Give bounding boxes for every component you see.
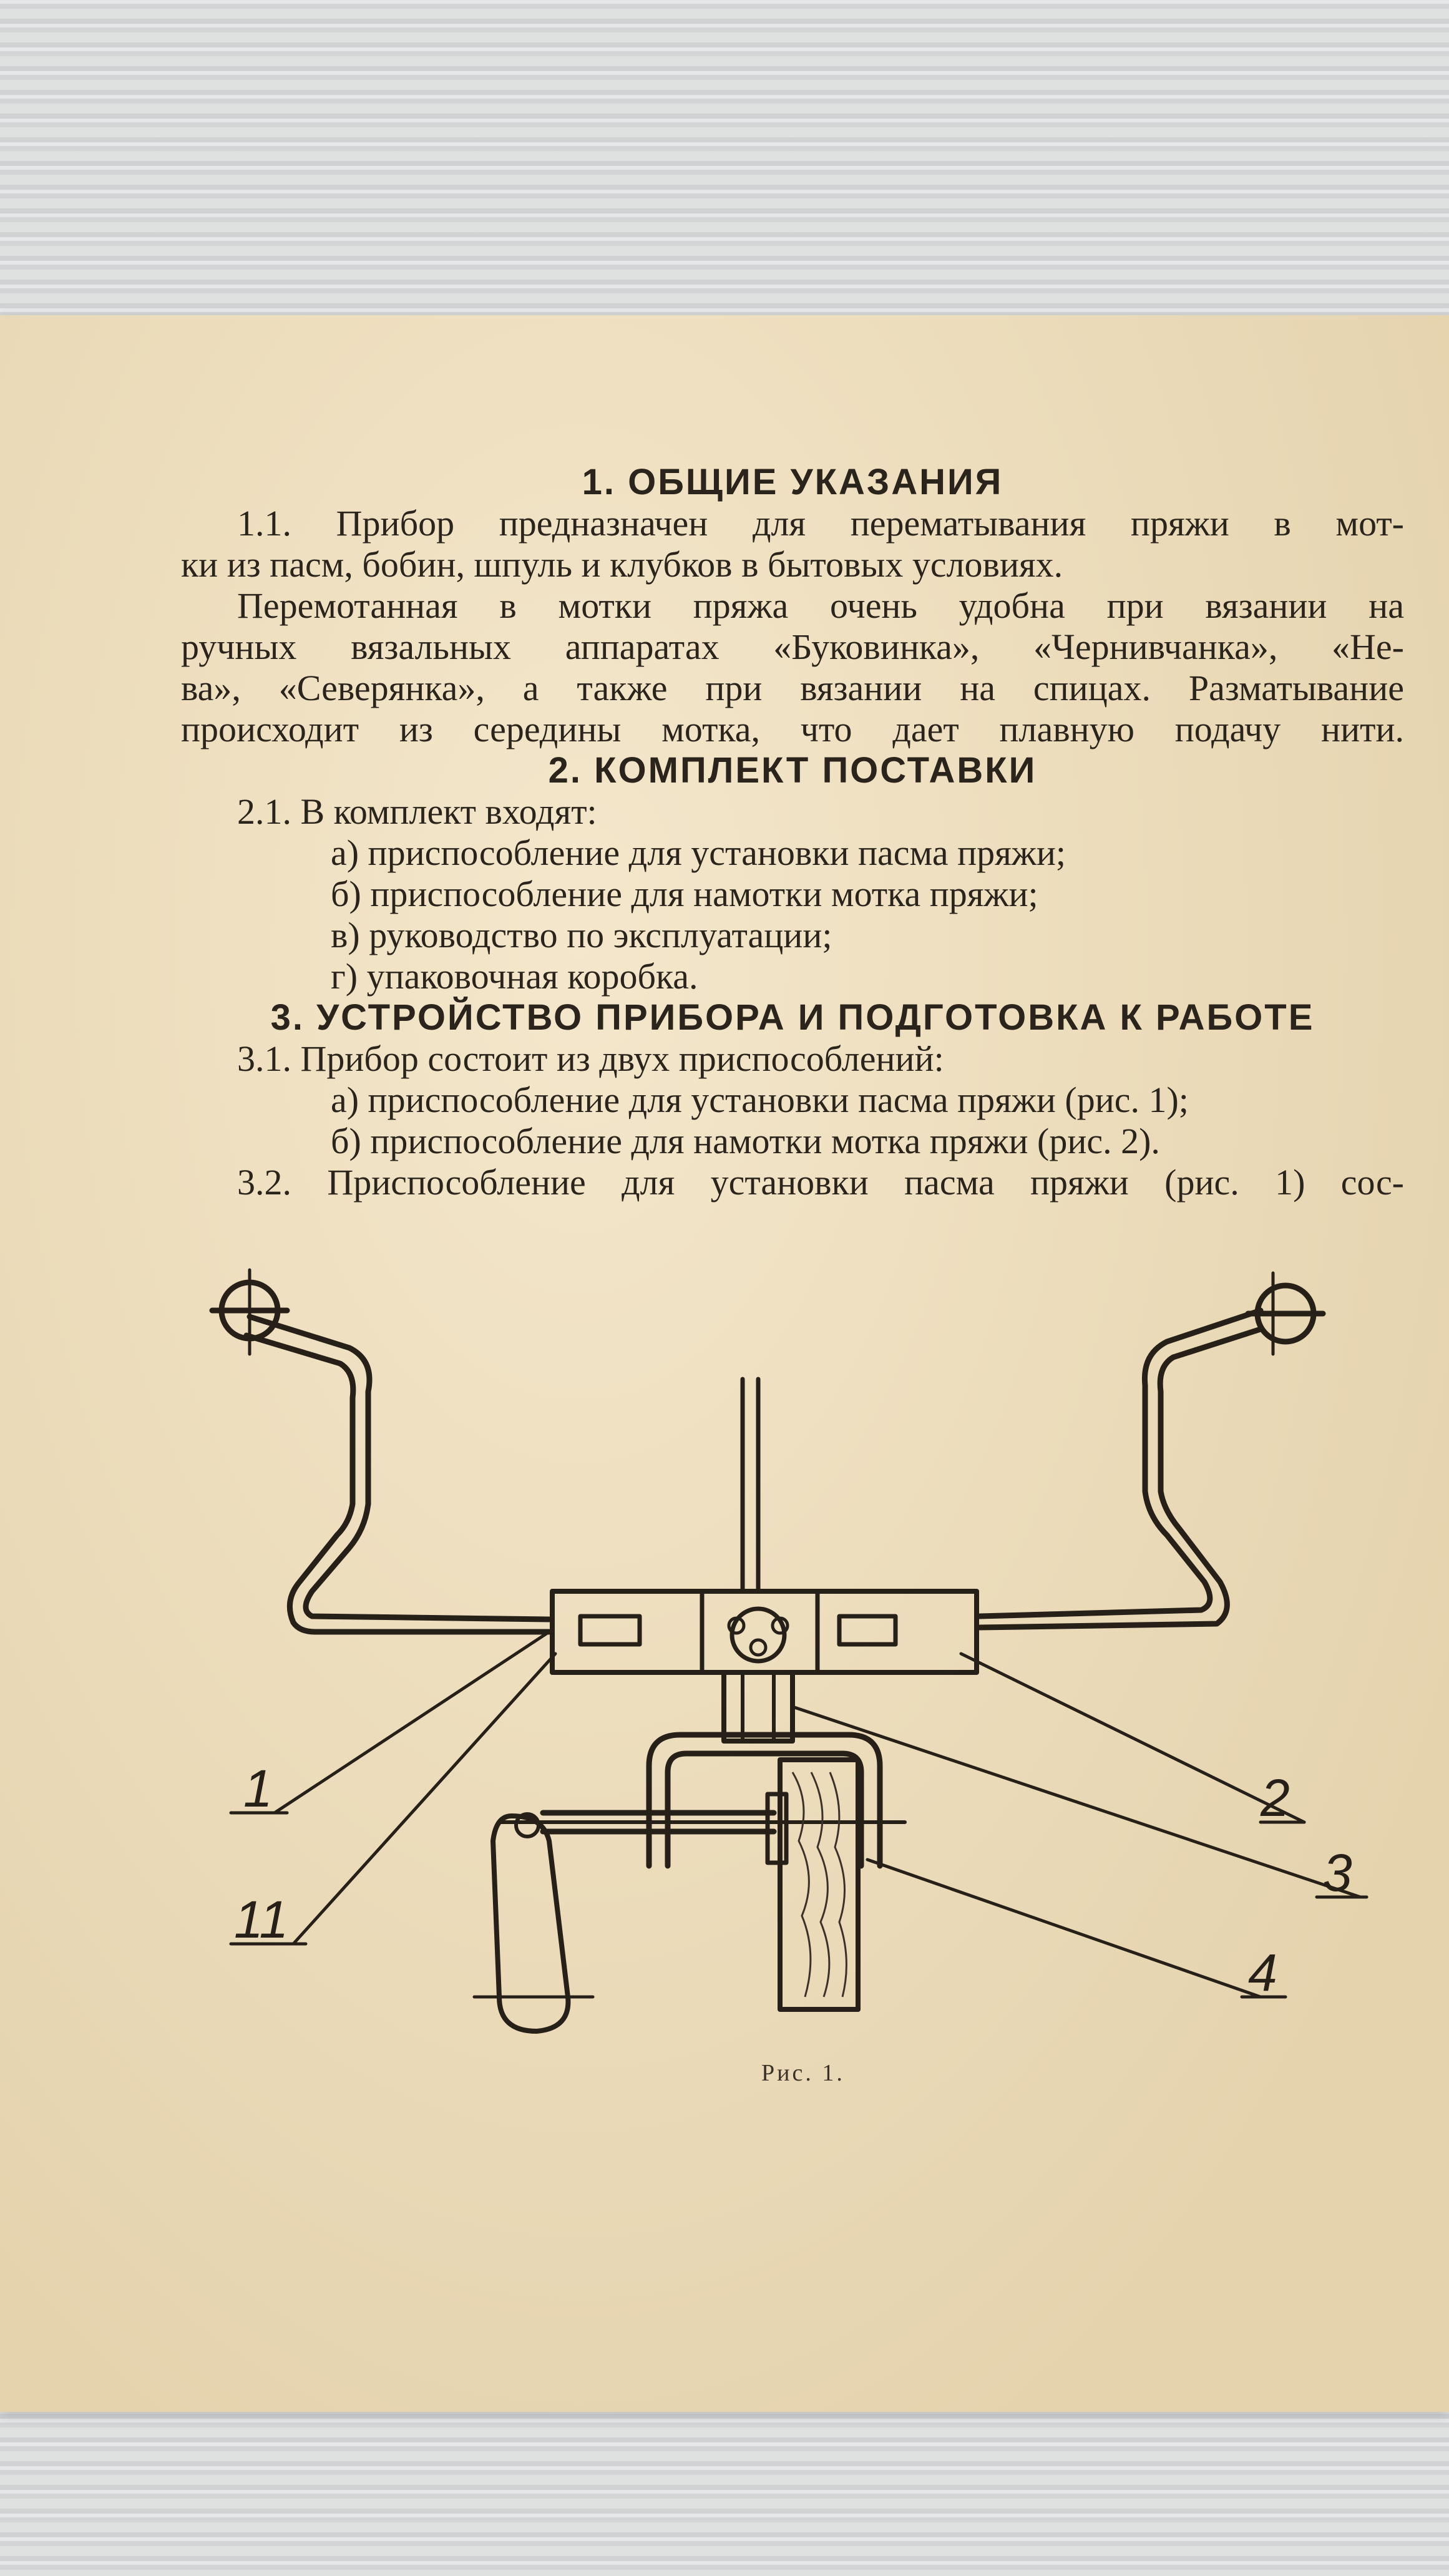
paragraph-line: ва», «Северянка», а также при вязании на…	[181, 668, 1404, 708]
list-item: а) приспособление для установки пасма пр…	[331, 832, 1066, 873]
paragraph-line: 2.1. В комплект входят:	[237, 791, 597, 832]
figure-caption: Рис. 1.	[761, 2060, 845, 2086]
left-arm-outer	[246, 1314, 552, 1622]
list-item: б) приспособление для намотки мотка пряж…	[331, 874, 1038, 914]
table-edge	[778, 1757, 861, 2012]
paragraph-line: ручных вязальных аппаратах «Буковинка», …	[181, 627, 1404, 667]
label-3: 3	[1323, 1843, 1352, 1902]
list-item: г) упаковочная коробка.	[331, 956, 698, 997]
list-item: б) приспособление для намотки мотка пряж…	[331, 1121, 1160, 1161]
label-2: 2	[1260, 1769, 1290, 1827]
crank-handle	[490, 1813, 571, 2034]
left-arm-inner	[243, 1332, 552, 1635]
document-sheet	[0, 315, 1449, 2412]
section-1-heading: 1. ОБЩИЕ УКАЗАНИЯ	[582, 462, 1003, 502]
clamp-frame	[646, 1732, 883, 1869]
paragraph-line: 3.2. Приспособление для установки пасма …	[237, 1162, 1404, 1203]
list-item: в) руководство по эксплуатации;	[331, 915, 832, 955]
paragraph-line: 1.1. Прибор предназначен для перематыван…	[237, 503, 1404, 544]
right-arm-inner	[977, 1326, 1264, 1631]
paragraph-line: ки из пасм, бобин, шпуль и клубков в быт…	[181, 544, 1063, 585]
paragraph-line: Перемотанная в мотки пряжа очень удобна …	[237, 585, 1404, 626]
document-text: 1. ОБЩИЕ УКАЗАНИЯ 1.1. Прибор предназнач…	[181, 462, 1404, 1203]
label-11: 11	[234, 1890, 288, 1949]
list-item: а) приспособление для установки пасма пр…	[331, 1080, 1189, 1120]
figure-1-diagram: 1 11 2 3 4	[209, 1268, 1368, 2034]
label-1: 1	[243, 1759, 273, 1818]
paragraph-line: 3.1. Прибор состоит из двух приспособлен…	[237, 1038, 944, 1079]
label-4: 4	[1248, 1943, 1277, 2002]
section-2-heading: 2. КОМПЛЕКТ ПОСТАВКИ	[548, 750, 1037, 791]
paragraph-line: происходит из середины мотка, что дает п…	[181, 709, 1404, 749]
section-3-heading: 3. УСТРОЙСТВО ПРИБОРА И ПОДГОТОВКА К РАБ…	[270, 997, 1315, 1038]
right-arm-outer	[977, 1307, 1264, 1619]
